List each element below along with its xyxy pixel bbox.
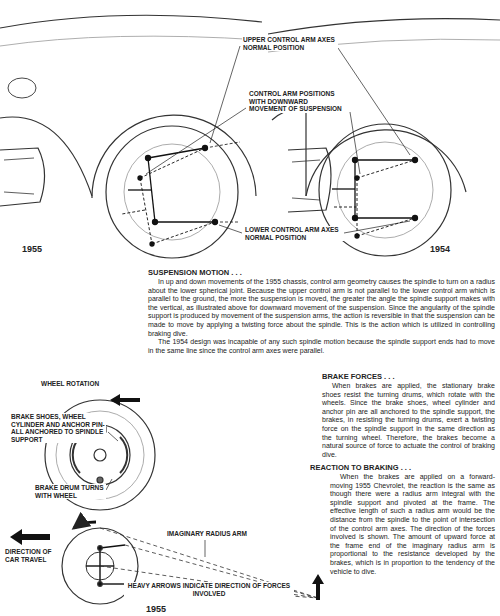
control-arms-1954 — [353, 158, 358, 163]
section-heading: BRAKE FORCES . . . — [322, 372, 495, 381]
control-arms-1955 — [150, 242, 154, 246]
leader-line — [344, 221, 410, 233]
control-arms-1955 — [215, 222, 240, 223]
year-label: 1954 — [430, 244, 470, 254]
leader-line — [205, 540, 206, 557]
control-arms-1954 — [357, 160, 415, 178]
car-1955 — [0, 36, 262, 46]
rotation-arrow — [110, 394, 140, 406]
control-arms-1954 — [355, 159, 415, 160]
car-1955 — [8, 78, 36, 98]
control-arms-1954 — [353, 216, 358, 221]
reaction-wheel — [98, 546, 103, 551]
control-arms-1955 — [128, 189, 151, 190]
brake-wheel — [97, 477, 103, 483]
section-heading: SUSPENSION MOTION . . . — [148, 268, 495, 277]
leader-line — [219, 225, 242, 233]
control-arms-1955 — [122, 210, 145, 214]
car-1955 — [0, 15, 262, 258]
control-arms-1954 — [332, 158, 418, 239]
radius-arm — [125, 545, 318, 598]
control-arms-1955 — [138, 176, 142, 180]
section-heading: REACTION TO BRAKING . . . — [310, 463, 495, 472]
car-1954 — [306, 130, 466, 196]
car-1954 — [268, 19, 500, 256]
callout-label: UPPER CONTROL ARM AXES NORMAL POSITION — [242, 36, 338, 51]
control-arms-1955 — [203, 146, 208, 151]
control-arms-1955 — [122, 142, 240, 246]
leader-line — [350, 112, 360, 174]
callout-label: LOWER CONTROL ARM AXES NORMAL POSITION — [244, 226, 344, 241]
control-arms-1955 — [213, 220, 218, 225]
force-arrow — [74, 522, 96, 528]
callout-label: IMAGINARY RADIUS ARM — [166, 530, 270, 538]
control-arms-1954 — [334, 207, 357, 208]
car-1955 — [0, 15, 262, 28]
car-1954 — [337, 142, 433, 238]
force-arrow — [312, 574, 324, 600]
control-arms-1954 — [355, 217, 415, 218]
control-arms-1954 — [334, 160, 415, 236]
control-arms-1954 — [332, 188, 355, 189]
reaction-wheel — [98, 582, 103, 587]
control-arms-1955 — [146, 156, 151, 161]
control-arms-1954 — [355, 176, 359, 180]
control-arms-1955 — [148, 148, 205, 158]
reaction-wheel — [86, 545, 128, 584]
brake-wheel — [94, 449, 106, 461]
callout-label: WHEEL ROTATION — [40, 380, 110, 388]
radius-arm — [100, 566, 318, 598]
control-arms-1955 — [153, 220, 158, 225]
control-arms-1954 — [413, 158, 418, 163]
control-arms-1955 — [152, 222, 215, 244]
car-1954 — [272, 109, 306, 196]
car-1954 — [268, 19, 500, 34]
callout-label: BRAKE SHOES, WHEEL CYLINDER AND ANCHOR P… — [10, 413, 106, 443]
body-text: The 1954 design was incapable of any suc… — [148, 338, 495, 355]
callout-label: DIRECTION OF CAR TRAVEL — [4, 548, 60, 563]
radius-arm — [100, 528, 318, 598]
leader-line — [108, 432, 118, 441]
control-arms-1954 — [357, 218, 415, 236]
car-1955 — [0, 148, 45, 206]
leader-line — [338, 48, 410, 155]
car-1955 — [0, 117, 92, 196]
travel-arrow — [10, 529, 50, 545]
radius-arm — [100, 528, 318, 598]
body-text: When brakes are applied, the stationary … — [322, 382, 495, 459]
body-text: In up and down movements of the 1955 cha… — [148, 278, 495, 338]
body-text: When the brakes are applied on a forward… — [330, 473, 495, 576]
control-arms-1955 — [140, 178, 152, 244]
callout-label: BRAKE DRUM TURNS WITH WHEEL — [34, 484, 106, 499]
callout-label: CONTROL ARM POSITIONS WITH DOWNWARD MOVE… — [248, 90, 348, 113]
reaction-wheel — [100, 545, 125, 548]
control-arms-1955 — [155, 221, 215, 222]
control-arms-1954 — [355, 234, 359, 238]
car-1955 — [4, 158, 34, 194]
car-1955 — [106, 126, 238, 258]
leader-line — [146, 108, 246, 174]
callout-label: HEAVY ARROWS INDICATE DIRECTION OF FORCE… — [124, 582, 294, 597]
year-label: 1955 — [146, 604, 186, 614]
control-arms-1955 — [122, 148, 215, 244]
control-arms-1954 — [413, 216, 418, 221]
year-label: 1955 — [22, 244, 62, 254]
control-arms-1955 — [140, 148, 205, 178]
